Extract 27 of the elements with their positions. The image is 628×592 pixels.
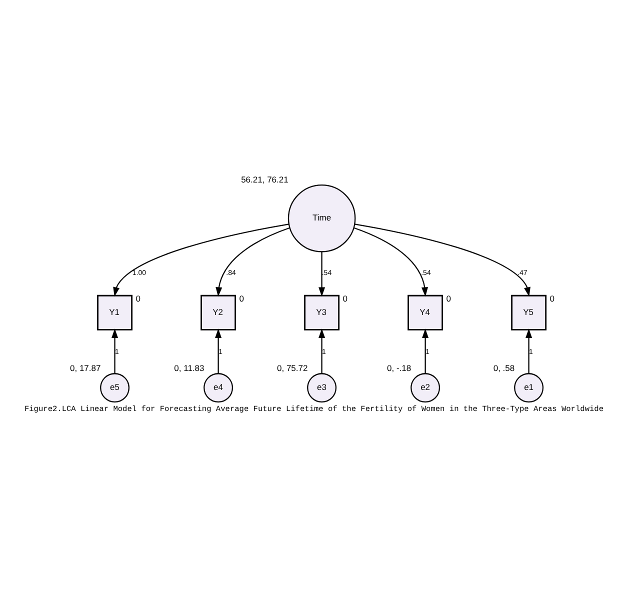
arrow (215, 328, 222, 374)
node-label: 0, 75.72 (277, 363, 308, 374)
arrow (318, 252, 326, 297)
node-circle: Time (288, 184, 356, 252)
node-label: 0, 17.87 (70, 363, 101, 374)
node-label: 0 (446, 294, 451, 304)
arrow (113, 224, 289, 297)
arrow (216, 227, 290, 297)
arrow (354, 224, 530, 297)
node-circle: e3 (307, 373, 337, 403)
arrow (422, 328, 429, 374)
node-label: 0 (239, 294, 244, 304)
node-label: 0, .58 (493, 363, 515, 374)
node-label: 0 (136, 294, 140, 304)
node-label: 0 (550, 294, 554, 304)
node-label: 56.21, 76.21 (241, 174, 288, 185)
node-circle: e4 (204, 373, 234, 403)
arrow (318, 328, 326, 374)
node-circle: e5 (100, 373, 130, 403)
node-circle: e1 (514, 373, 544, 403)
arrow (354, 227, 428, 297)
node-circle: e2 (410, 373, 440, 403)
arrow (112, 328, 118, 374)
node-label: 0, 11.83 (174, 363, 204, 374)
arrow (526, 328, 532, 374)
node-label: 0 (342, 294, 348, 304)
node-label: 0, -.18 (387, 363, 412, 374)
